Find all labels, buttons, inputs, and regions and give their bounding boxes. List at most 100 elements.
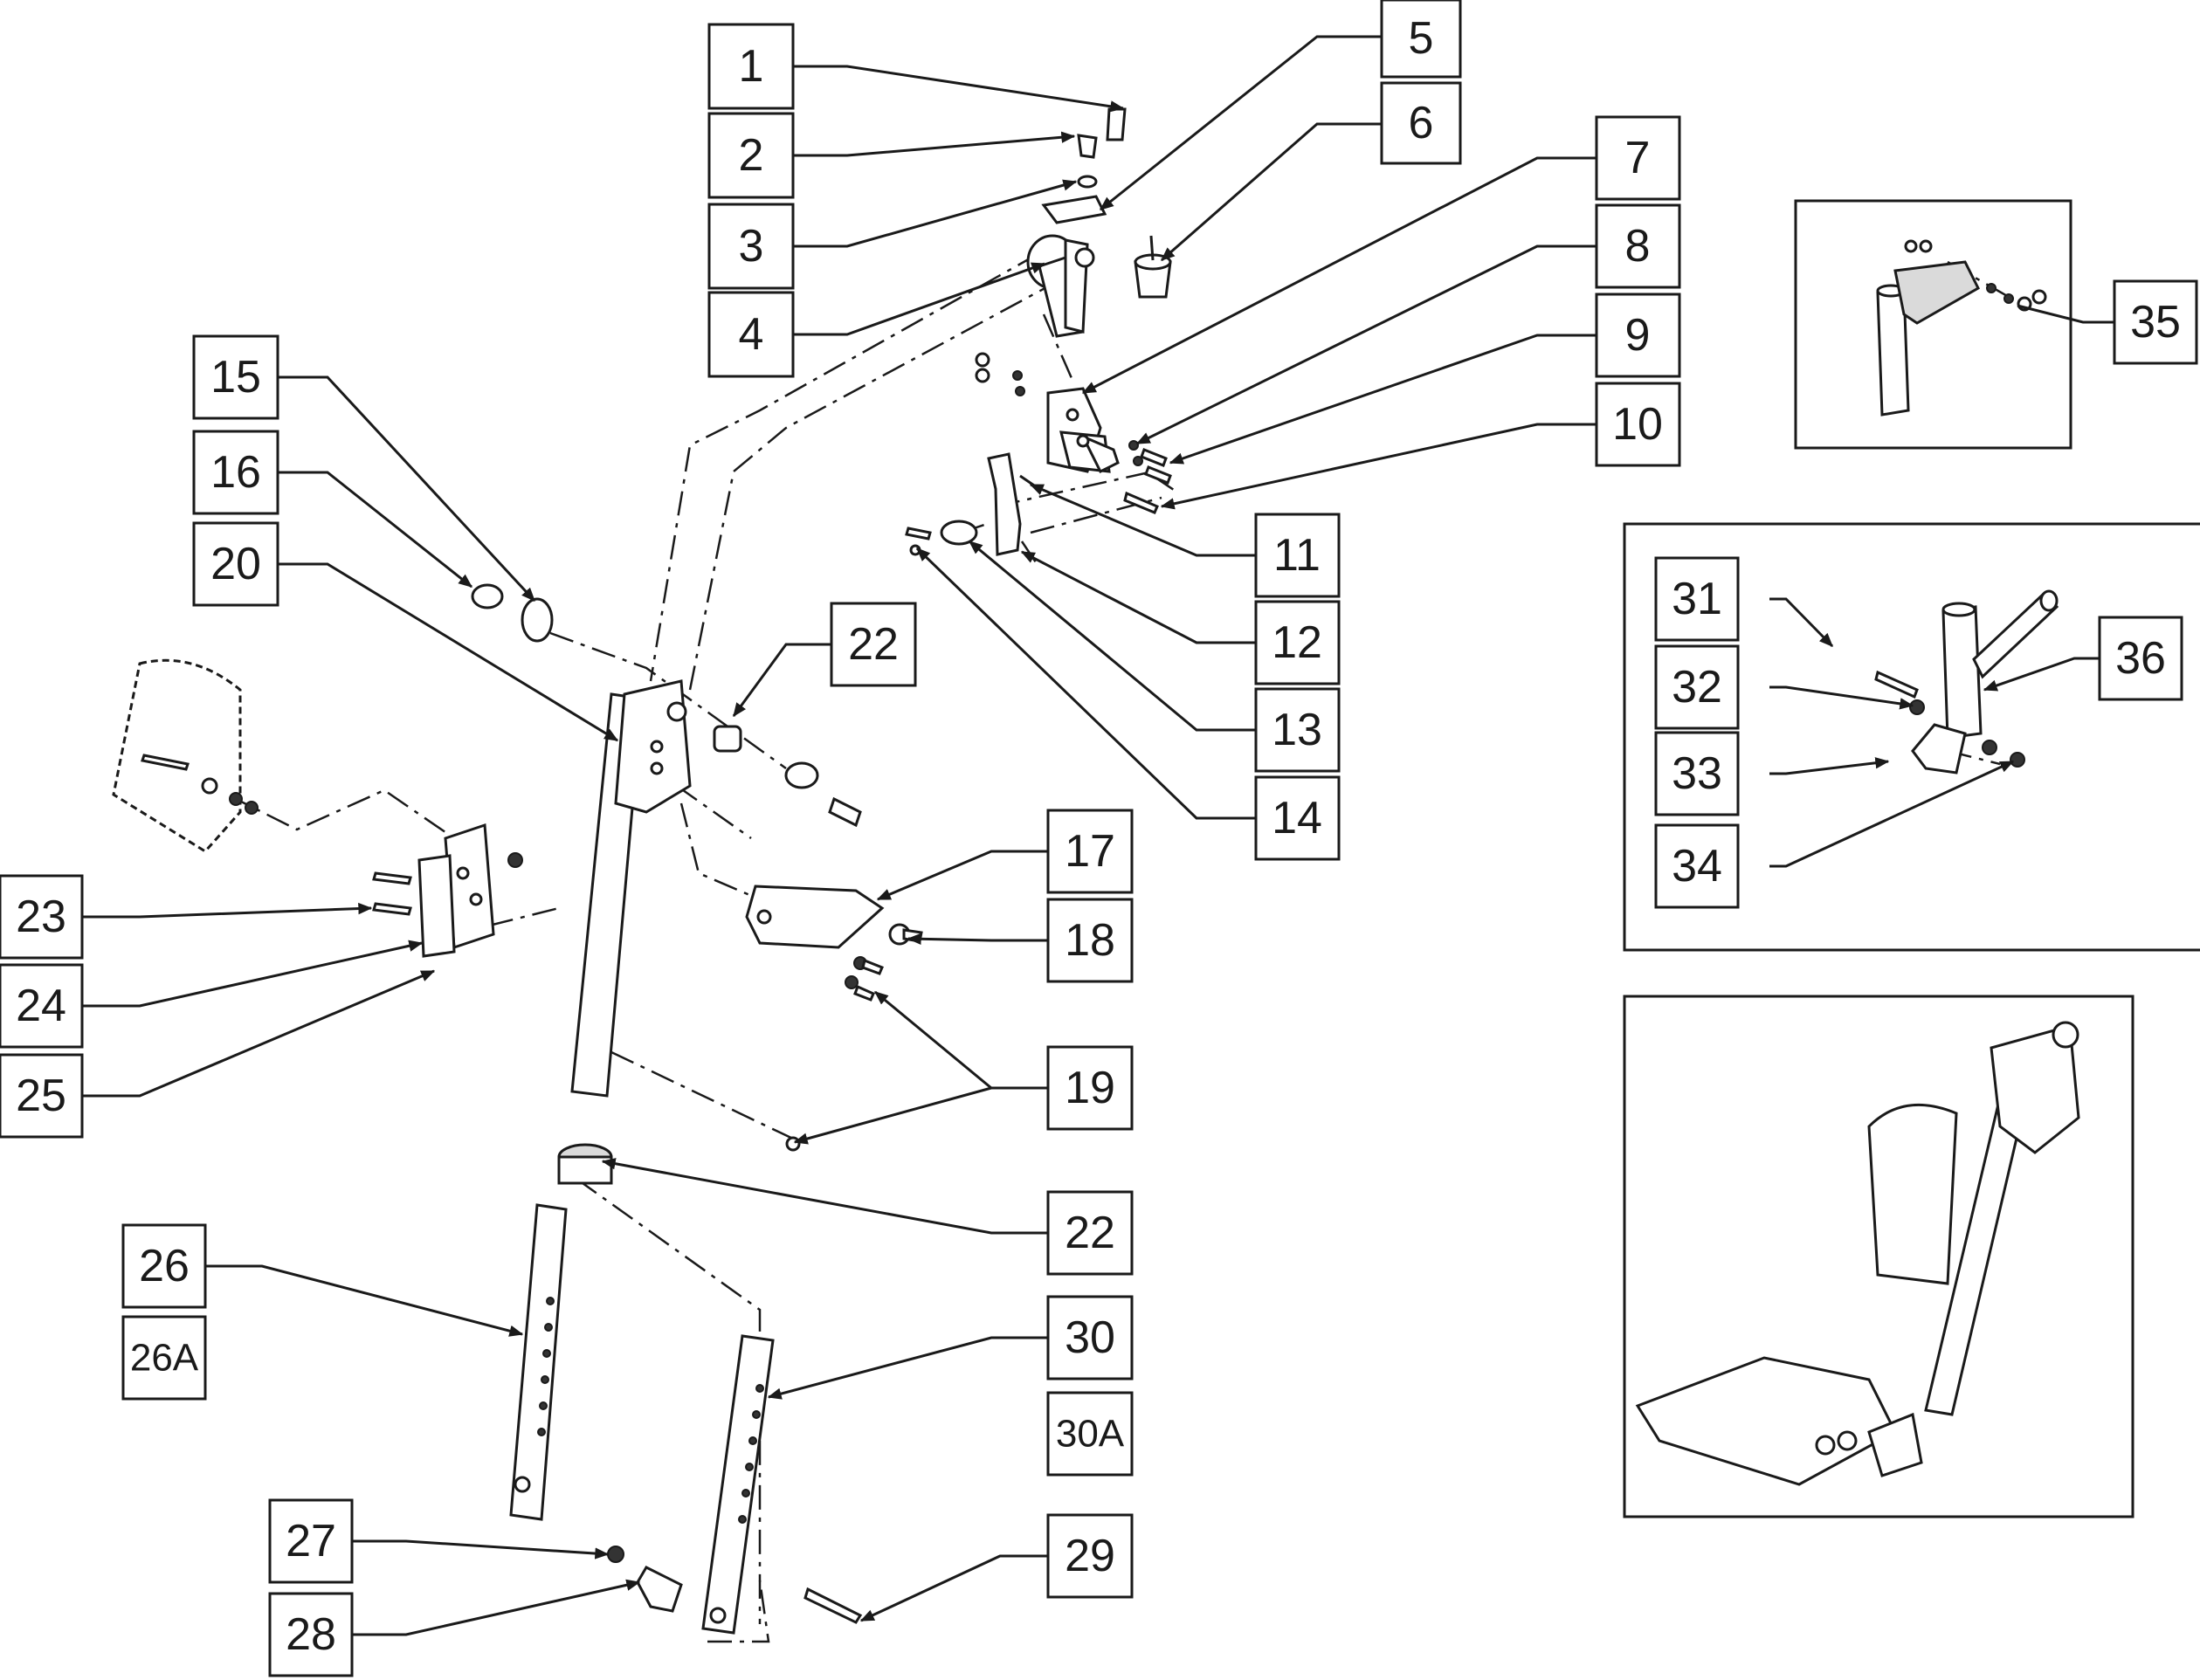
callout-36: 36	[2098, 616, 2183, 701]
svg-text:13: 13	[1272, 705, 1322, 755]
callout-11: 11	[1254, 513, 1341, 598]
inset-36-parts	[1874, 589, 2059, 775]
callout-22-upper: 22	[830, 602, 917, 687]
svg-text:11: 11	[1273, 530, 1321, 581]
svg-text:29: 29	[1065, 1531, 1115, 1581]
callout-20: 20	[192, 521, 279, 607]
main-tube-20	[570, 679, 692, 1098]
callout-1: 1	[707, 23, 795, 110]
svg-text:3: 3	[739, 221, 764, 272]
svg-text:26A: 26A	[130, 1337, 199, 1380]
washer-15-nut-16	[471, 583, 554, 643]
callout-12: 12	[1254, 600, 1341, 685]
callout-28: 28	[268, 1592, 354, 1677]
callout-27: 27	[268, 1498, 354, 1584]
svg-text:22: 22	[848, 619, 899, 670]
svg-text:1: 1	[739, 41, 764, 92]
calf-pad-bracket	[372, 823, 523, 958]
svg-text:17: 17	[1065, 826, 1115, 877]
svg-text:35: 35	[2130, 297, 2181, 348]
svg-text:30: 30	[1065, 1312, 1115, 1363]
svg-text:30A: 30A	[1056, 1413, 1125, 1456]
inset-frame-31-36	[1623, 522, 2200, 952]
latch-lever-12	[987, 452, 1040, 556]
svg-text:4: 4	[739, 309, 764, 360]
hinge-assembly-top	[1026, 107, 1127, 338]
callout-30a: 30A	[1046, 1391, 1134, 1477]
svg-text:15: 15	[210, 352, 261, 403]
inset-frame-35	[1794, 199, 2072, 450]
bushing-22-upper	[713, 725, 742, 753]
callout-35: 35	[2113, 279, 2198, 365]
callout-24: 24	[0, 963, 84, 1049]
svg-text:10: 10	[1612, 399, 1663, 450]
callout-32: 32	[1654, 644, 1740, 730]
svg-text:34: 34	[1672, 841, 1722, 892]
callout-10: 10	[1595, 382, 1681, 467]
lower-tube-26	[509, 1203, 568, 1521]
svg-text:26: 26	[139, 1241, 190, 1291]
svg-text:28: 28	[286, 1609, 336, 1660]
callout-3: 3	[707, 203, 795, 290]
callout-7: 7	[1595, 115, 1681, 201]
callout-19: 19	[1046, 1045, 1134, 1131]
callout-15: 15	[192, 334, 279, 420]
callout-13: 13	[1254, 687, 1341, 773]
svg-text:2: 2	[739, 130, 764, 181]
callout-30: 30	[1046, 1295, 1134, 1380]
svg-text:32: 32	[1672, 662, 1722, 713]
svg-text:19: 19	[1065, 1063, 1115, 1113]
callout-17: 17	[1046, 809, 1134, 894]
callout-26a: 26A	[121, 1315, 207, 1401]
callout-2: 2	[707, 112, 795, 199]
latch-screws-8-9-10	[975, 352, 1172, 514]
svg-text:23: 23	[16, 892, 66, 942]
callout-22-lower: 22	[1046, 1190, 1134, 1276]
callout-4: 4	[707, 291, 795, 378]
callout-31: 31	[1654, 556, 1740, 642]
svg-text:16: 16	[210, 447, 261, 498]
svg-text:33: 33	[1672, 748, 1722, 799]
callout-26: 26	[121, 1223, 207, 1309]
svg-text:9: 9	[1625, 310, 1651, 361]
bushing-22-lower	[557, 1143, 613, 1185]
svg-text:20: 20	[210, 539, 261, 589]
callout-29: 29	[1046, 1513, 1134, 1599]
svg-text:18: 18	[1065, 915, 1115, 966]
bumper-18	[888, 923, 923, 946]
callout-6: 6	[1380, 81, 1462, 165]
lower-tube-30	[701, 1334, 775, 1635]
leader-lines	[82, 35, 2114, 1636]
assembled-view-parts	[1635, 1021, 2080, 1486]
svg-text:6: 6	[1409, 98, 1434, 148]
svg-text:7: 7	[1625, 133, 1651, 183]
cap-6	[1134, 235, 1172, 299]
callout-8: 8	[1595, 203, 1681, 289]
callout-23: 23	[0, 874, 84, 960]
svg-text:5: 5	[1409, 13, 1434, 64]
svg-text:22: 22	[1065, 1208, 1115, 1258]
svg-text:24: 24	[16, 981, 66, 1031]
svg-text:25: 25	[16, 1071, 66, 1121]
callout-33: 33	[1654, 731, 1740, 816]
callout-25: 25	[0, 1053, 84, 1139]
washer-and-bolt-upper	[784, 761, 862, 828]
callout-9: 9	[1595, 293, 1681, 378]
callout-5: 5	[1380, 0, 1462, 79]
inset-frame-assembled-view	[1623, 995, 2134, 1518]
inset-35-parts	[1876, 239, 2047, 417]
callout-34: 34	[1654, 823, 1740, 909]
callout-16: 16	[192, 430, 279, 515]
svg-text:12: 12	[1272, 617, 1322, 668]
latch-body-7	[1046, 387, 1120, 474]
svg-text:27: 27	[286, 1516, 336, 1566]
svg-text:36: 36	[2115, 633, 2166, 684]
callout-18: 18	[1046, 898, 1134, 983]
svg-text:8: 8	[1625, 221, 1651, 272]
clamp-parts-27-28	[607, 1546, 683, 1613]
screw-29	[803, 1587, 863, 1624]
callout-14: 14	[1254, 775, 1341, 861]
calf-pad	[112, 658, 259, 853]
svg-text:14: 14	[1272, 793, 1322, 843]
